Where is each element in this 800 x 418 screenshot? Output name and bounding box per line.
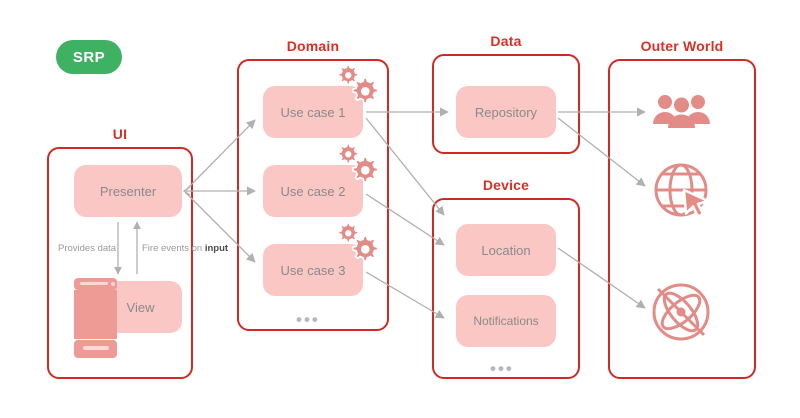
group-title-device: Device bbox=[482, 177, 530, 193]
gears-icon bbox=[337, 222, 359, 244]
card-notifications[interactable]: Notifications bbox=[456, 295, 556, 347]
gears-icon bbox=[337, 64, 359, 86]
edge-label-fire-events: Fire events on input bbox=[142, 243, 228, 254]
edge-label-fire-events-bold: input bbox=[204, 243, 229, 254]
globe-cursor-pointer bbox=[682, 188, 710, 218]
group-title-domain: Domain bbox=[286, 38, 340, 54]
group-box-outer-world bbox=[608, 59, 756, 379]
group-title-data: Data bbox=[490, 33, 522, 49]
card-use-case-2[interactable]: Use case 2 bbox=[263, 165, 363, 217]
group-box-ui bbox=[47, 147, 193, 379]
users-group-icon bbox=[653, 95, 710, 128]
card-use-case-3[interactable]: Use case 3 bbox=[263, 244, 363, 296]
edge-label-provides-data: Provides data bbox=[58, 243, 117, 254]
card-presenter[interactable]: Presenter bbox=[74, 165, 182, 217]
group-title-ui: UI bbox=[112, 126, 128, 142]
srp-badge: SRP bbox=[56, 40, 122, 74]
gears-icon bbox=[351, 77, 379, 104]
gears-icon bbox=[337, 143, 359, 165]
group-box-data bbox=[432, 54, 580, 154]
device-ellipsis: ••• bbox=[490, 359, 514, 378]
edge-label-fire-events-text: Fire events on bbox=[142, 243, 205, 254]
domain-ellipsis: ••• bbox=[296, 310, 320, 329]
group-title-outer-world: Outer World bbox=[640, 38, 724, 54]
card-use-case-1[interactable]: Use case 1 bbox=[263, 86, 363, 138]
atom-nucleus-icon bbox=[676, 307, 686, 317]
card-location[interactable]: Location bbox=[456, 224, 556, 276]
card-repository[interactable]: Repository bbox=[456, 86, 556, 138]
